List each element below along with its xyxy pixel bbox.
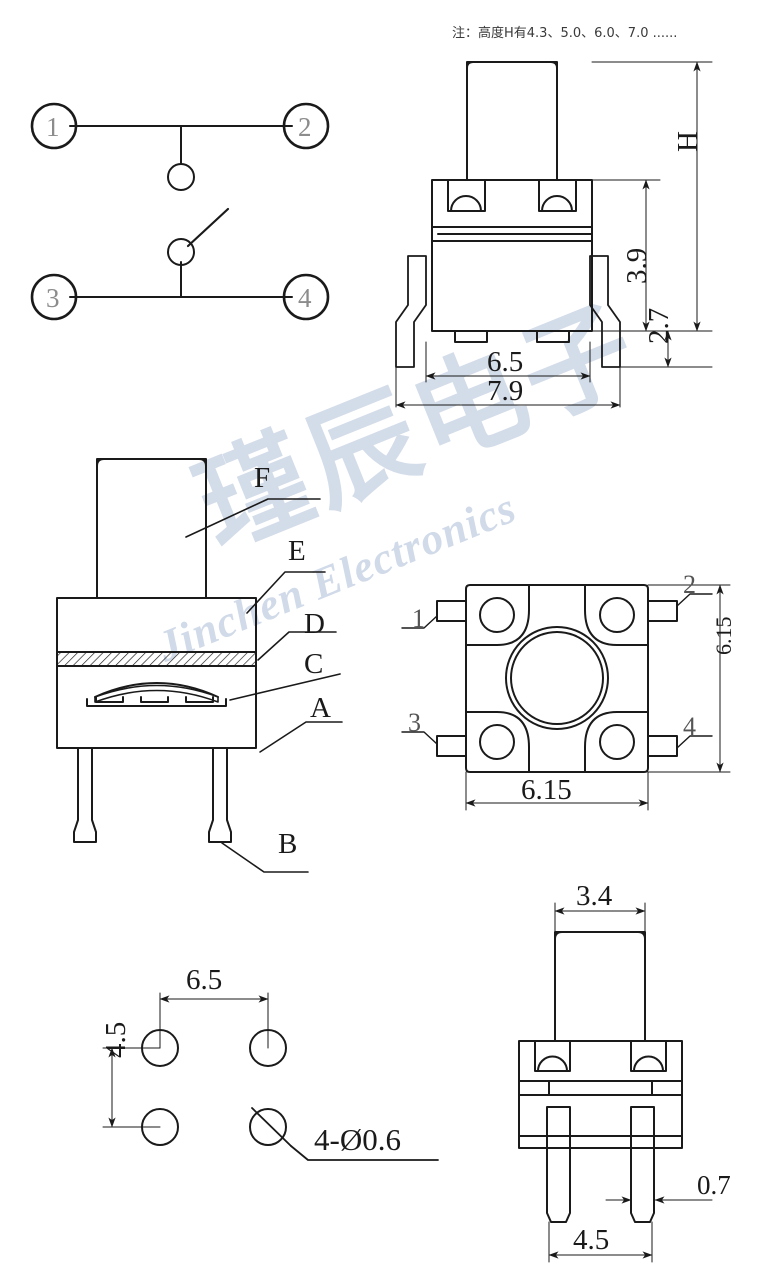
terminal-label-3: 3 <box>46 283 60 313</box>
pcb-footprint-view <box>102 992 439 1161</box>
front-elevation-view <box>518 902 713 1263</box>
terminal-label-4: 4 <box>298 283 312 313</box>
dim-pcb-pitch-y: 4.5 <box>100 1021 132 1058</box>
callout-C: C <box>304 648 324 680</box>
dim-lead-span: 7.9 <box>487 375 524 407</box>
pcb-hole-4 <box>249 1108 287 1146</box>
tab-4 <box>647 735 678 757</box>
top-pin-label-2: 2 <box>683 570 696 599</box>
side-elevation-view <box>395 61 713 409</box>
dim-top-width: 6.15 <box>521 774 572 806</box>
callout-F: F <box>254 462 271 494</box>
tab-1 <box>436 600 467 622</box>
tab-2 <box>647 600 678 622</box>
top-pin-label-1: 1 <box>412 604 425 633</box>
terminal-ring-3 <box>30 273 78 321</box>
rivet-hole-4 <box>599 724 635 760</box>
top-pin-label-4: 4 <box>683 712 696 741</box>
dim-stem-width: 3.4 <box>576 880 613 912</box>
actuator-outer <box>505 626 609 730</box>
dim-top-depth: 6.15 <box>711 616 736 656</box>
callout-E: E <box>288 535 306 567</box>
dim-height-H: H <box>672 131 704 152</box>
terminal-ring-4 <box>282 273 330 321</box>
cross-section-view <box>56 458 343 873</box>
callout-A: A <box>310 692 331 724</box>
height-note: 注：高度H有4.3、5.0、6.0、7.0 ...... <box>452 26 678 41</box>
rivet-hole-2 <box>599 597 635 633</box>
dim-lead-thickness: 0.7 <box>697 1170 731 1200</box>
tab-3 <box>436 735 467 757</box>
rivet-hole-3 <box>479 724 515 760</box>
contact-node-lower <box>167 238 195 266</box>
dim-lead-length: 2.7 <box>643 307 675 344</box>
callout-B: B <box>278 828 298 860</box>
top-pin-label-3: 3 <box>408 708 421 737</box>
terminal-ring-2 <box>282 102 330 150</box>
terminal-label-2: 2 <box>298 112 312 142</box>
dim-lead-pitch: 4.5 <box>573 1224 610 1256</box>
contact-node-upper <box>167 163 195 191</box>
hole-callout-leader <box>251 1107 439 1161</box>
dim-body-width: 6.5 <box>487 346 524 378</box>
dim-body-height: 3.9 <box>621 247 653 284</box>
terminal-ring-1 <box>30 102 78 150</box>
rivet-hole-1 <box>479 597 515 633</box>
circuit-schematic <box>30 102 330 321</box>
callout-D: D <box>304 608 325 640</box>
terminal-label-1: 1 <box>46 112 60 142</box>
dim-pcb-pitch-x: 6.5 <box>186 964 223 996</box>
hole-callout-label: 4-Ø0.6 <box>314 1122 401 1157</box>
actuator-inner <box>510 631 604 725</box>
top-plan-view <box>401 584 731 811</box>
